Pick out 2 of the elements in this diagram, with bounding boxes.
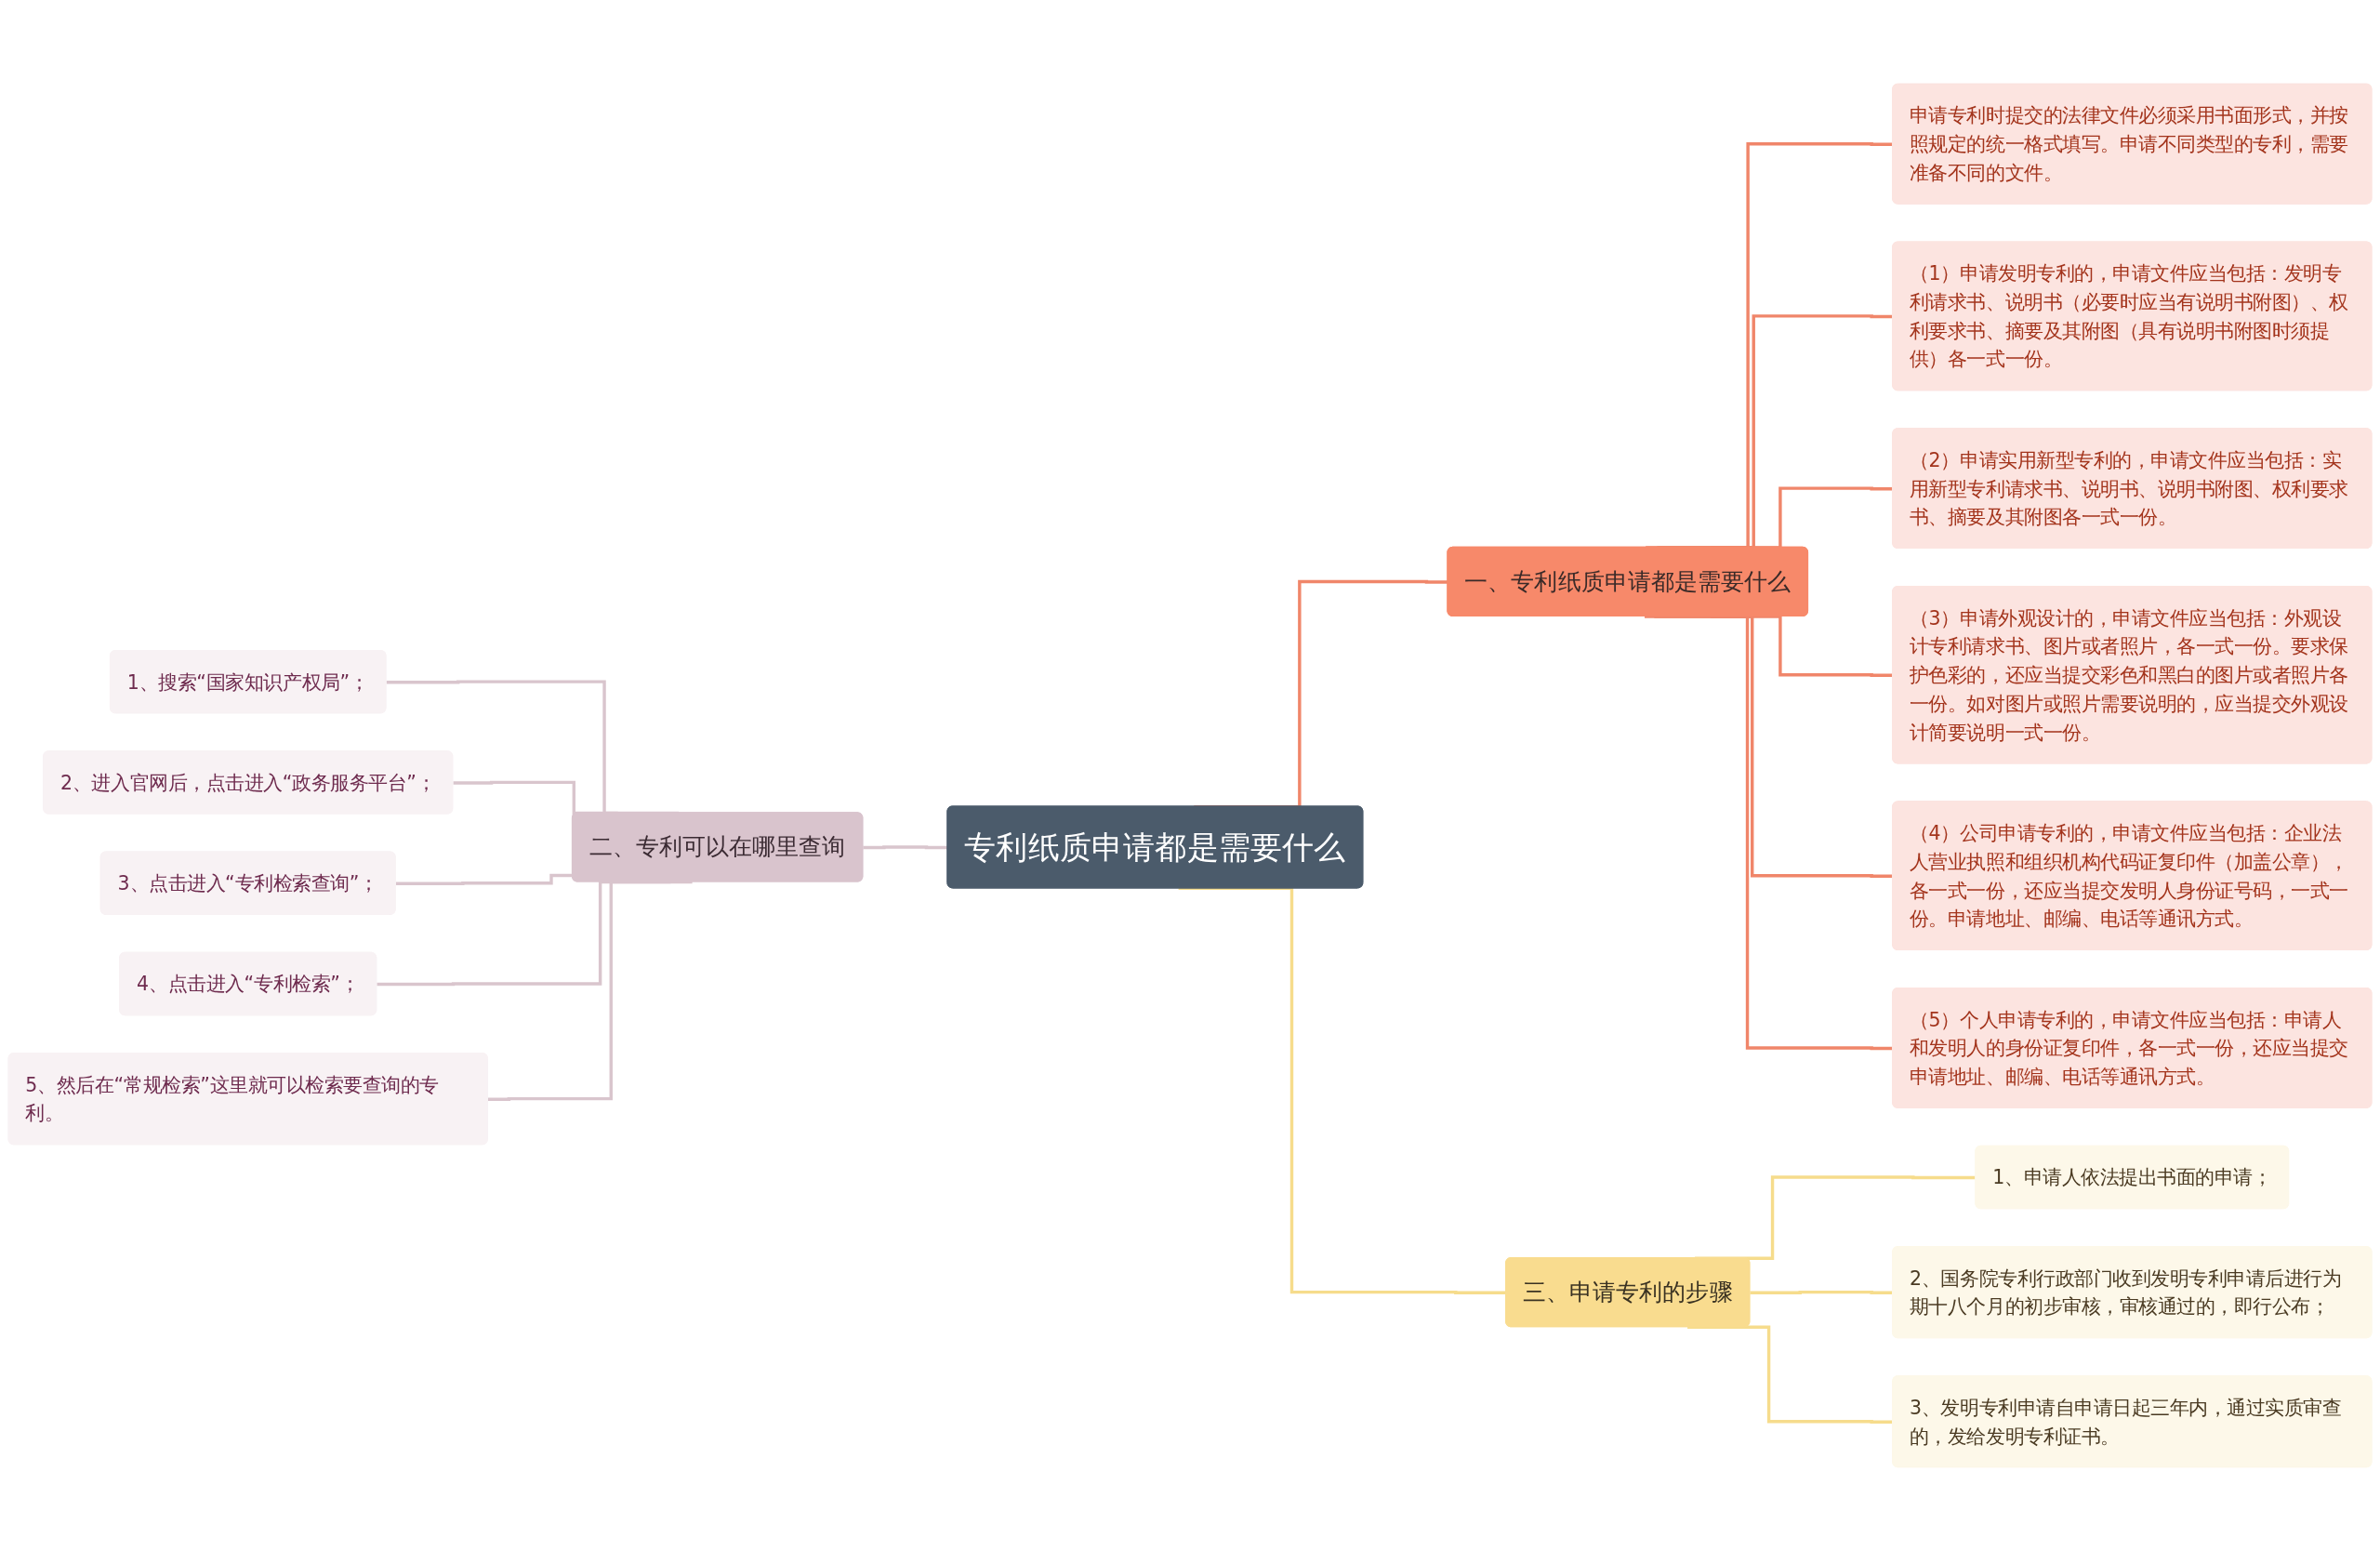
connector <box>395 873 574 885</box>
connector <box>487 880 693 1101</box>
